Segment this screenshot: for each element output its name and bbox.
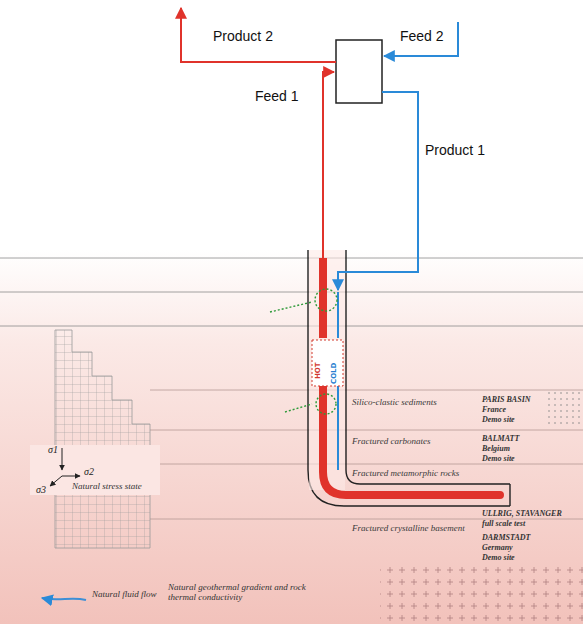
temperature-tag: COLD	[330, 363, 338, 384]
site-name: DARMSTADT	[482, 533, 530, 542]
stress-symbol: σ1	[48, 444, 58, 456]
site-name: France	[482, 405, 506, 414]
marker-callouts	[270, 289, 337, 414]
hot-tube	[319, 258, 327, 338]
stress-symbol: σ2	[84, 466, 94, 478]
rock-mesh	[55, 330, 150, 548]
layer-name: Fractured metamorphic rocks	[352, 468, 459, 478]
layer-name: Silico-clastic sediments	[352, 397, 437, 407]
site-name: ULLRIG, STAVANGER	[482, 509, 562, 518]
product-1-line	[338, 92, 418, 290]
hot-cold-window	[312, 340, 343, 386]
gradient-note: Natural geothermal gradient and rock the…	[168, 582, 308, 603]
feed-2-line	[384, 22, 458, 56]
site-name: PARIS BASIN	[482, 395, 531, 404]
sediment-texture	[548, 392, 583, 428]
fluid-flow-arrow	[42, 598, 86, 600]
basement-texture	[380, 566, 583, 624]
site-name: Germany	[482, 543, 513, 552]
site-name: Demo site	[482, 415, 515, 424]
site-name: Belgium	[482, 444, 510, 453]
geothermal-ground	[0, 250, 583, 624]
hot-tube	[323, 386, 500, 495]
flow-label: Feed 1	[255, 88, 299, 104]
site-name: BALMATT	[482, 434, 519, 443]
site-name: full scale test	[482, 519, 525, 528]
site-name: Demo site	[482, 553, 515, 562]
flow-label: Feed 2	[400, 28, 444, 44]
feed-1-line	[323, 72, 334, 258]
temperature-tag: HOT	[314, 362, 322, 379]
fluid-flow-label: Natural fluid flow	[92, 589, 157, 599]
layer-name: Fractured carbonates	[352, 436, 430, 446]
cold-annulus	[337, 386, 339, 470]
product-2-line	[181, 8, 336, 62]
cold-annulus	[337, 292, 339, 338]
flow-label: Product 2	[213, 28, 273, 44]
site-name: Demo site	[482, 454, 515, 463]
stress-label: Natural stress state	[72, 481, 142, 491]
stress-patch	[30, 445, 160, 495]
layer-name: Fractured crystalline basement	[352, 523, 465, 533]
flow-label: Product 1	[425, 142, 485, 158]
heat-exchanger	[336, 40, 382, 103]
stress-symbol: σ3	[36, 484, 46, 496]
